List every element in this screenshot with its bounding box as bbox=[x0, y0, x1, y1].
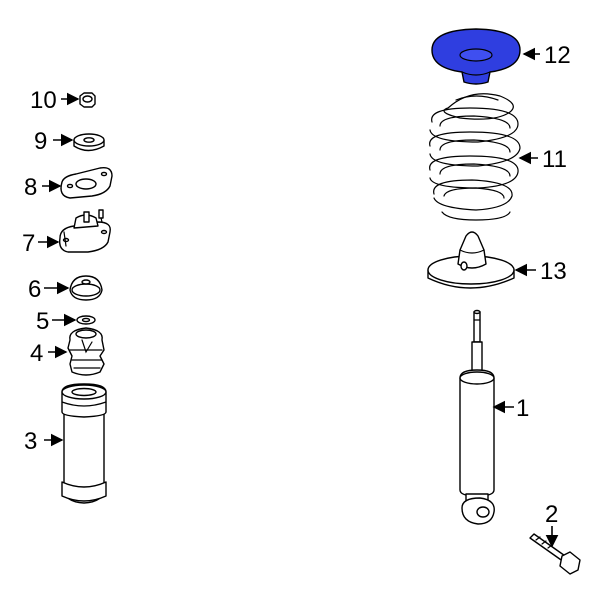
part-13-lower-seat[interactable] bbox=[427, 231, 515, 289]
part-12-spring-seat[interactable] bbox=[431, 28, 521, 85]
callout-1: 1 bbox=[516, 395, 529, 422]
callout-3: 3 bbox=[24, 428, 37, 455]
part-5-washer[interactable] bbox=[76, 315, 96, 325]
part-8-plate[interactable] bbox=[60, 166, 113, 199]
part-4-bump-stop[interactable] bbox=[67, 327, 105, 376]
callout-11: 11 bbox=[542, 146, 567, 173]
part-1-shock-absorber[interactable] bbox=[459, 309, 495, 525]
part-11-coil-spring[interactable] bbox=[429, 93, 521, 221]
callout-2: 2 bbox=[545, 501, 558, 528]
part-6-cap[interactable] bbox=[69, 275, 103, 301]
callout-13: 13 bbox=[540, 258, 567, 285]
part-2-bolt[interactable] bbox=[529, 533, 581, 575]
callout-6: 6 bbox=[28, 276, 41, 303]
part-9-washer[interactable] bbox=[73, 133, 105, 152]
part-3-dust-boot[interactable] bbox=[61, 383, 107, 504]
callout-8: 8 bbox=[24, 174, 37, 201]
callout-4: 4 bbox=[30, 340, 43, 367]
callout-12: 12 bbox=[544, 42, 571, 69]
callout-5: 5 bbox=[36, 308, 49, 335]
callout-9: 9 bbox=[34, 128, 47, 155]
part-7-strut-mount[interactable] bbox=[58, 209, 111, 253]
callout-7: 7 bbox=[22, 230, 35, 257]
callout-10: 10 bbox=[30, 87, 57, 114]
part-10-nut[interactable] bbox=[79, 92, 96, 108]
